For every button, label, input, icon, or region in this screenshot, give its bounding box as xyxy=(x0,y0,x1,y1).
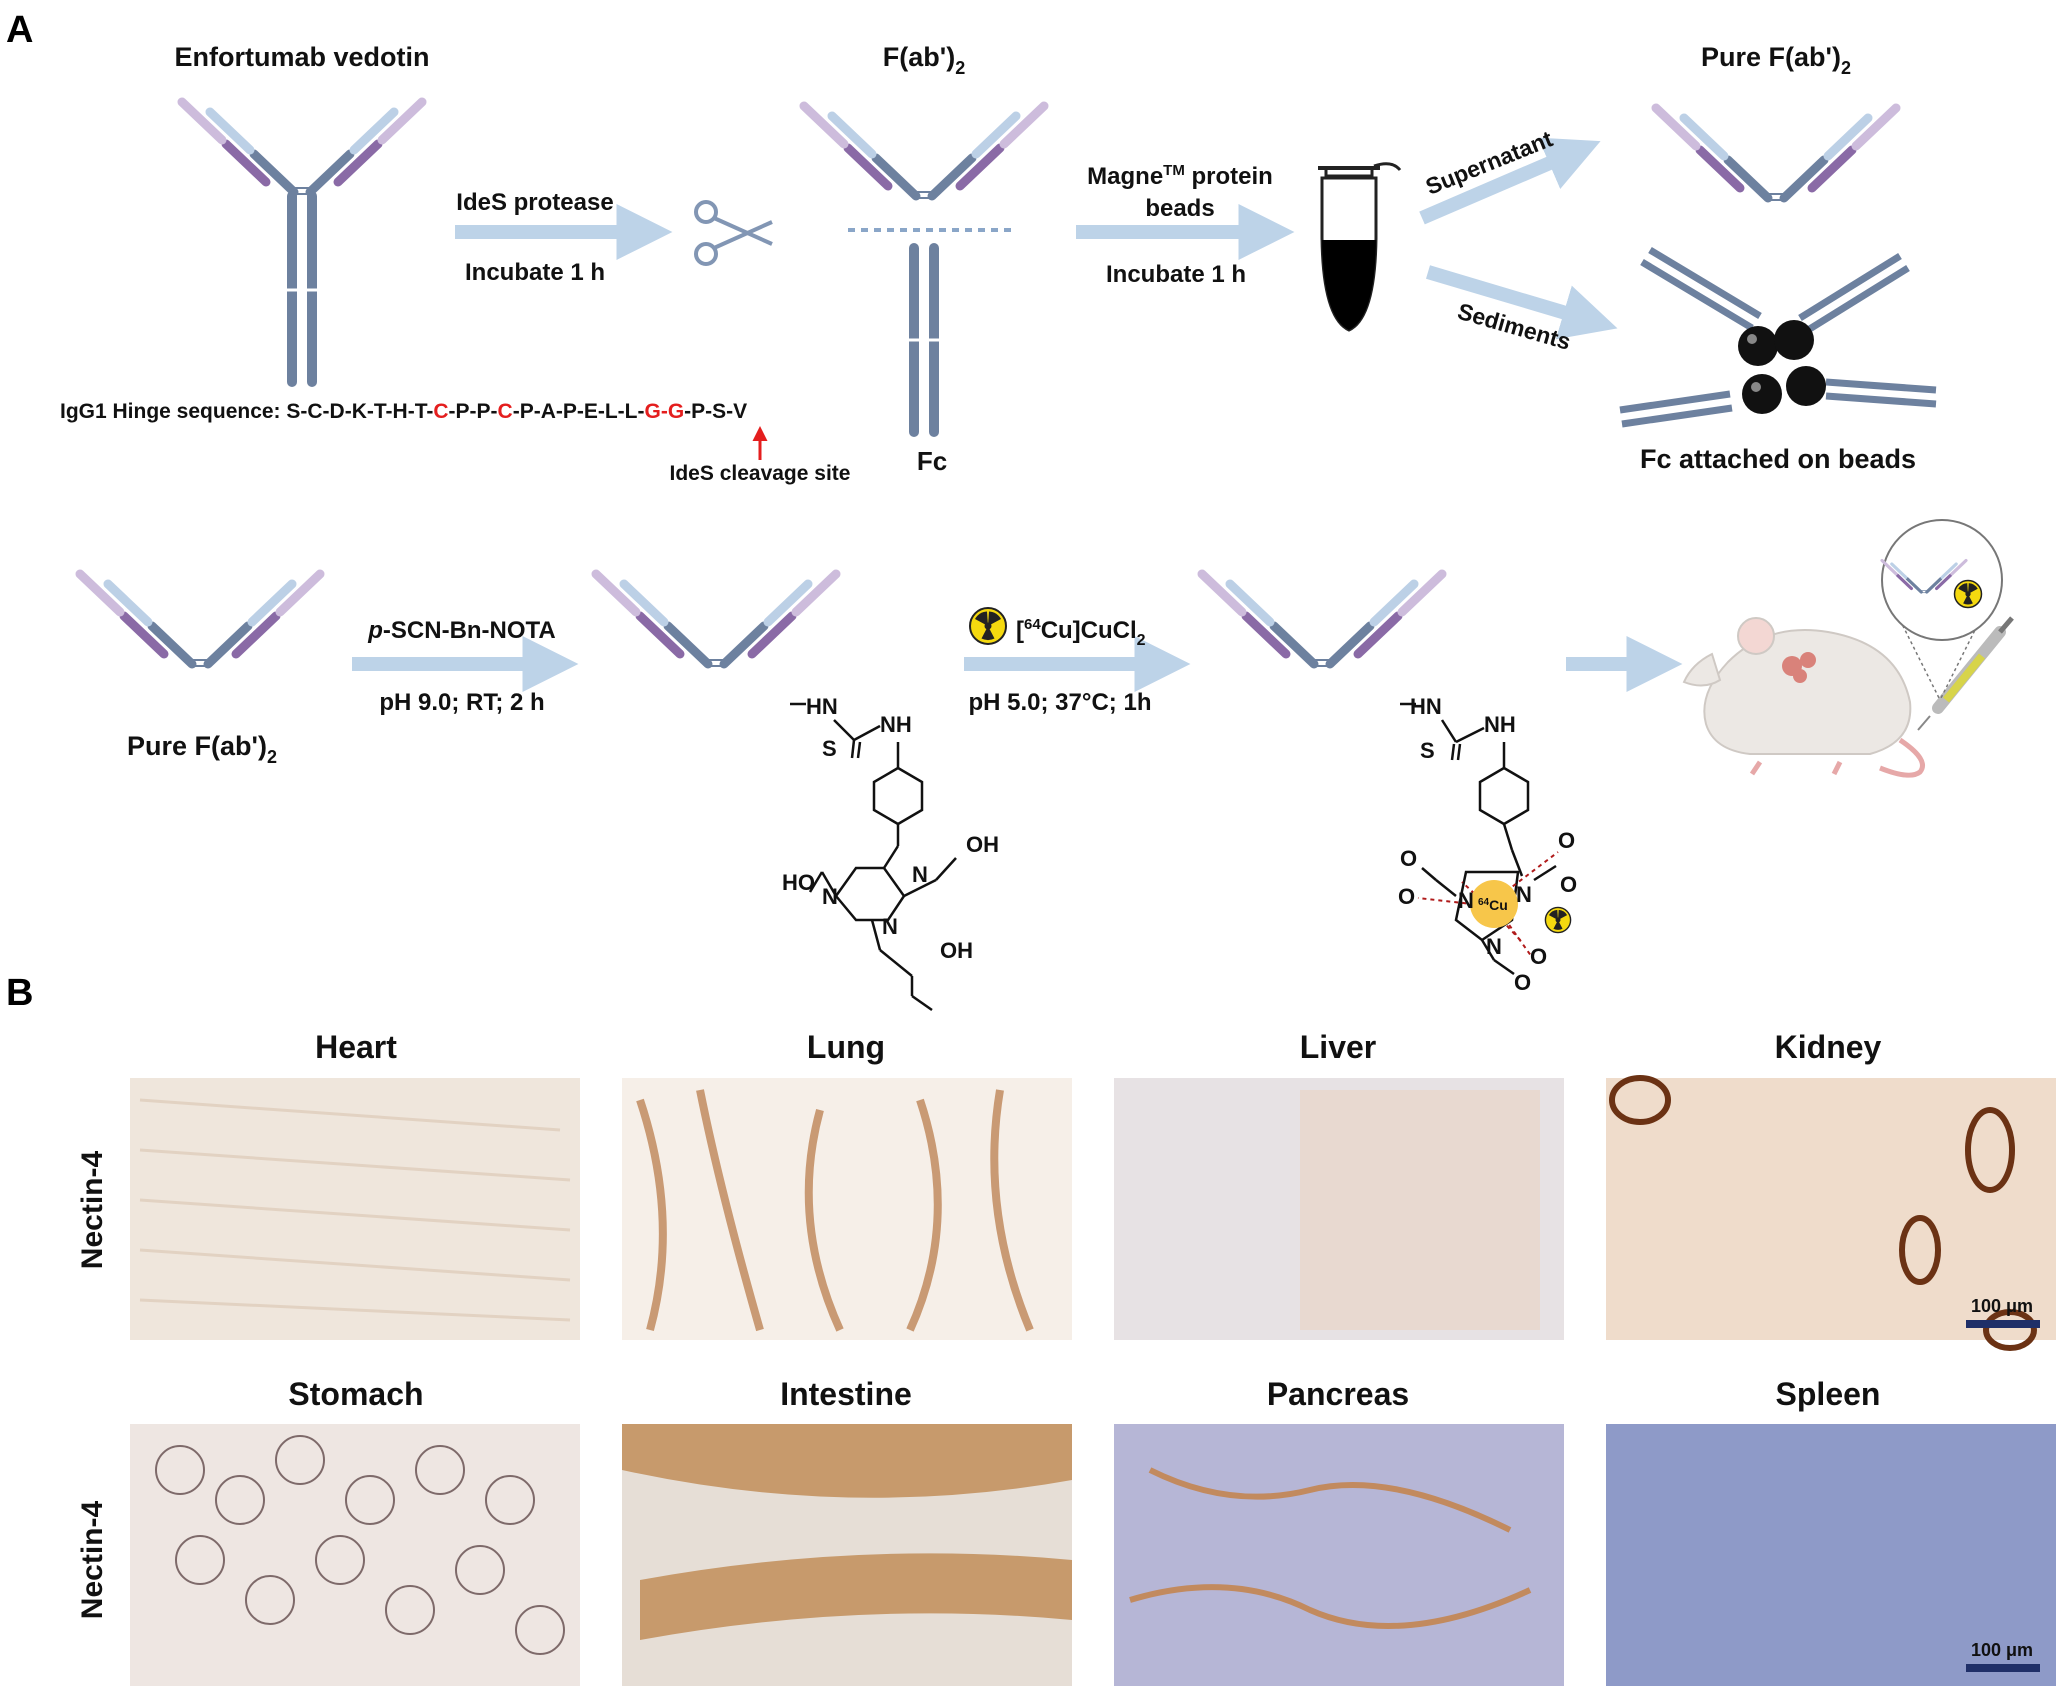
cu-atom-label: 64Cu xyxy=(1478,897,1508,913)
chem-ho-1: HO xyxy=(782,870,815,895)
chem-o-2a: O xyxy=(1400,846,1417,871)
nota-conjugate-icon xyxy=(596,574,836,666)
mouse-icon xyxy=(1682,617,1925,778)
panel-label-a: A xyxy=(6,9,33,51)
arrow-supernatant xyxy=(1419,137,1601,225)
scissors-icon xyxy=(694,200,773,266)
fc-fragment-icon xyxy=(908,243,940,437)
title-pure-fab2: Pure F(ab')2 xyxy=(1701,42,1851,78)
cu-conjugate-icon xyxy=(1202,574,1442,666)
chem-n-1c: N xyxy=(882,914,898,939)
row-label-2: Nectin-4 xyxy=(76,1501,109,1620)
scale-label-2: 100 μm xyxy=(1971,1640,2033,1660)
arrow-sediments xyxy=(1426,265,1618,340)
step1-bottom: Incubate 1 h xyxy=(465,259,605,286)
chem-n-1b: N xyxy=(912,862,928,887)
tissue-title-kidney: Kidney xyxy=(1775,1029,1882,1065)
panel-label-b: B xyxy=(6,972,33,1014)
row-label-1: Nectin-4 xyxy=(76,1151,109,1270)
pure-fab2-icon-row2 xyxy=(80,574,320,666)
micrograph-lung xyxy=(622,1078,1072,1340)
chem-s-2: S xyxy=(1420,738,1435,763)
chem-n-1a: N xyxy=(822,884,838,909)
chem-hn-1: HN xyxy=(806,694,838,719)
tissue-title-pancreas: Pancreas xyxy=(1267,1376,1409,1412)
chem-o-2f: O xyxy=(1530,944,1547,969)
pure-fab2-label-row2: Pure F(ab')2 xyxy=(127,731,277,767)
condition-cu: pH 5.0; 37°C; 1h xyxy=(969,689,1152,716)
cu-reagent: [64Cu]CuCl2 xyxy=(1016,616,1146,649)
chem-s-1: S xyxy=(822,736,837,761)
chem-nh-1: NH xyxy=(880,712,912,737)
chem-oh-1a: OH xyxy=(966,832,999,857)
cu-nota-structure xyxy=(1400,702,1557,976)
condition-nota: pH 9.0; RT; 2 h xyxy=(379,689,544,716)
tissue-title-liver: Liver xyxy=(1300,1029,1376,1065)
nota-structure xyxy=(790,702,957,1012)
chem-hn-2: HN xyxy=(1410,694,1442,719)
chem-o-2d: O xyxy=(1560,872,1577,897)
title-fab2: F(ab')2 xyxy=(883,42,965,78)
micrograph-pancreas xyxy=(1114,1424,1564,1686)
chem-n-2a: N xyxy=(1458,888,1474,913)
hinge-sequence: IgG1 Hinge sequence: S-C-D-K-T-H-T-C-P-P… xyxy=(60,400,747,423)
step1-top: IdeS protease xyxy=(456,189,613,216)
tissue-title-heart: Heart xyxy=(315,1029,397,1065)
chem-n-2b: N xyxy=(1516,882,1532,907)
micrograph-heart xyxy=(130,1078,580,1340)
scale-bar-1 xyxy=(1966,1320,2040,1328)
fc-beads-icon xyxy=(1619,246,1937,428)
fc-beads-label: Fc attached on beads xyxy=(1640,444,1916,474)
chem-n-2c: N xyxy=(1486,934,1502,959)
reagent-nota: p-SCN-Bn-NOTA xyxy=(367,617,556,644)
micrograph-intestine xyxy=(622,1424,1072,1686)
cu-atom xyxy=(1470,880,1518,928)
scale-bar-2 xyxy=(1966,1664,2040,1672)
fab2-icon xyxy=(804,106,1044,198)
micrograph-kidney xyxy=(1606,1075,2056,1351)
micrograph-liver xyxy=(1114,1078,1564,1340)
pure-fab2-icon-top xyxy=(1656,108,1896,200)
radiation-icon-1 xyxy=(969,607,1007,645)
tube-icon xyxy=(1318,162,1402,332)
fc-label: Fc xyxy=(917,446,947,476)
scale-label-1: 100 μm xyxy=(1971,1296,2033,1316)
step2-top: MagneTM protein xyxy=(1087,162,1273,190)
chem-o-2b: O xyxy=(1398,884,1415,909)
micrograph-spleen xyxy=(1606,1424,2056,1686)
radiation-icon-2 xyxy=(1544,906,1572,934)
chem-oh-1b: OH xyxy=(940,938,973,963)
tissue-title-spleen: Spleen xyxy=(1776,1376,1881,1412)
micrograph-stomach xyxy=(130,1424,580,1686)
tissue-title-intestine: Intestine xyxy=(780,1376,912,1412)
step2-top2: beads xyxy=(1145,195,1214,222)
step2-bottom: Incubate 1 h xyxy=(1106,261,1246,288)
tissue-title-stomach: Stomach xyxy=(288,1376,423,1412)
full-antibody-icon xyxy=(182,102,422,387)
zoom-callout xyxy=(1881,519,2003,701)
cleavage-label: IdeS cleavage site xyxy=(670,462,851,485)
tissue-title-lung: Lung xyxy=(807,1029,885,1065)
chem-nh-2: NH xyxy=(1484,712,1516,737)
title-enfortumab: Enfortumab vedotin xyxy=(175,42,430,72)
chem-o-2c: O xyxy=(1558,828,1575,853)
chem-o-2e: O xyxy=(1514,970,1531,995)
syringe-icon xyxy=(1917,616,2014,731)
